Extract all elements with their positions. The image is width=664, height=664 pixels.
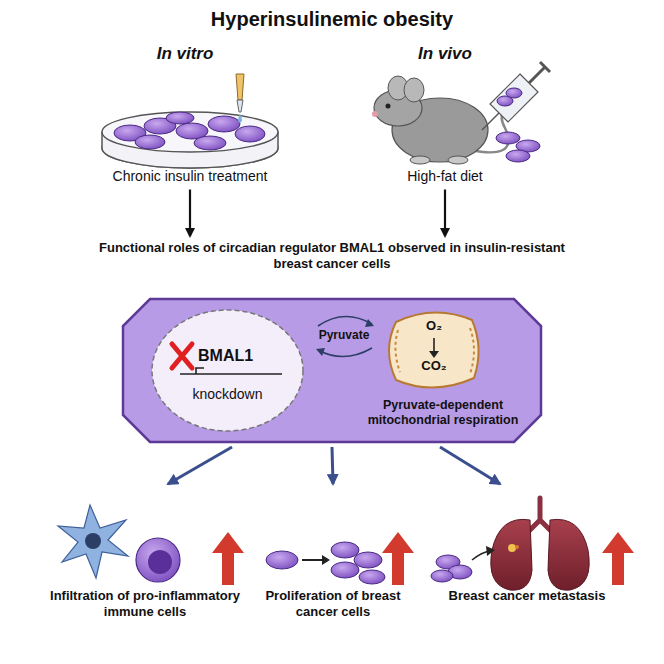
mito-outer bbox=[389, 312, 479, 387]
cycle-arrow-head bbox=[316, 348, 325, 356]
node-text: High-fat diet bbox=[350, 168, 540, 186]
connector-arrow bbox=[440, 447, 500, 484]
connector-arrow bbox=[444, 190, 446, 237]
nucleus-outline bbox=[152, 310, 303, 431]
mouse-caption: High-fat diet bbox=[350, 70, 540, 186]
node-text: Pyruvate bbox=[312, 328, 376, 342]
outcome-box: Infiltration of pro-inflammatory immune … bbox=[40, 488, 250, 621]
increase-arrow bbox=[602, 532, 634, 585]
dish-caption: Chronic insulin treatment bbox=[95, 70, 285, 186]
section-label: In vitro bbox=[130, 44, 240, 64]
mouse bbox=[372, 76, 515, 164]
conversion-arrow bbox=[433, 338, 435, 352]
section-label: In vivo bbox=[390, 44, 500, 64]
nucleus: BMAL1 knockdown bbox=[150, 308, 305, 433]
mitochondrion: O₂ CO₂ bbox=[384, 308, 484, 390]
dropper bbox=[236, 74, 244, 123]
connector-arrow bbox=[168, 447, 232, 484]
node-text: Proliferation of breast cancer cells bbox=[258, 588, 408, 621]
immune-cells bbox=[58, 505, 244, 585]
cycle-arrow bbox=[318, 316, 372, 326]
summary-text: Functional roles of circadian regulator … bbox=[82, 240, 582, 273]
node-text: Pyruvate-dependent mitochondrial respira… bbox=[358, 398, 528, 428]
node-text: Chronic insulin treatment bbox=[95, 168, 285, 186]
outcome-box: Proliferation of breast cancer cells bbox=[258, 488, 408, 621]
connector-arrow bbox=[189, 190, 191, 237]
proliferating-cells bbox=[266, 532, 414, 585]
node-text: CO₂ bbox=[404, 358, 464, 374]
lungs bbox=[431, 498, 634, 590]
increase-arrow bbox=[382, 532, 414, 585]
title: Hyperinsulinemic obesity bbox=[0, 8, 664, 31]
promoter-mark bbox=[196, 368, 204, 374]
outcome-box: Breast cancer metastasis bbox=[420, 488, 634, 604]
petri-dish bbox=[102, 112, 278, 168]
increase-arrow bbox=[212, 532, 244, 585]
node-text: Infiltration of pro-inflammatory immune … bbox=[40, 588, 250, 621]
cycle-arrow-head bbox=[365, 319, 374, 327]
cross-mark bbox=[172, 344, 192, 368]
node-text: Breast cancer metastasis bbox=[420, 588, 634, 604]
cell-body bbox=[123, 299, 541, 442]
conversion-arrow-head bbox=[429, 351, 439, 358]
syringe bbox=[482, 62, 550, 162]
nucleus-outline bbox=[150, 308, 305, 433]
cristae bbox=[395, 328, 474, 374]
node-text: O₂ bbox=[404, 318, 464, 334]
connector-arrow bbox=[332, 447, 333, 484]
cell-shape: PyruvatePyruvate-dependent mitochondrial… bbox=[122, 298, 542, 443]
node-text: knockdown bbox=[170, 386, 285, 403]
cycle-arrow bbox=[318, 348, 372, 357]
node-text: Functional roles of circadian regulator … bbox=[82, 240, 582, 273]
node-text: BMAL1 bbox=[198, 346, 288, 365]
